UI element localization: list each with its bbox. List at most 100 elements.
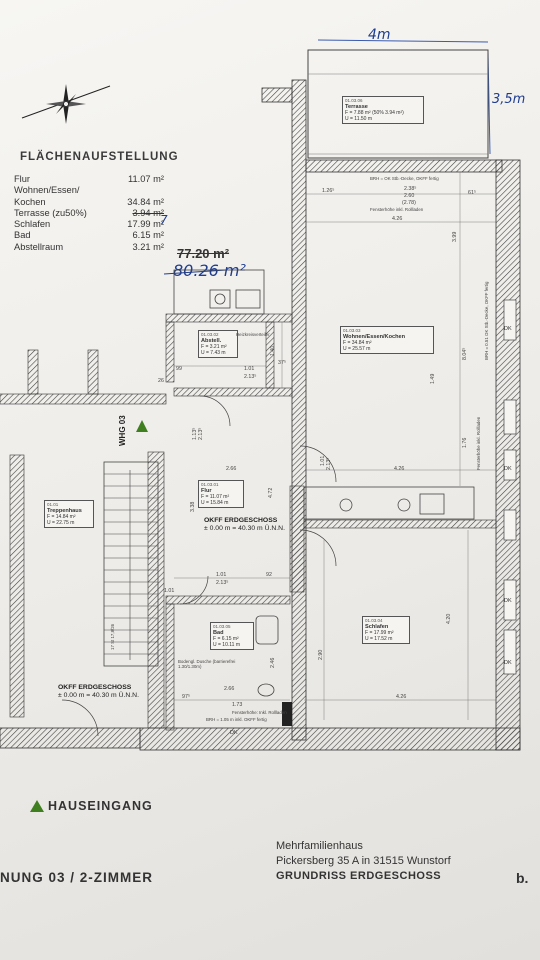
door-mark: DK	[504, 598, 512, 604]
dimension-label: 2.13⁵	[198, 427, 204, 440]
area-row-abstellraum: Abstellraum 3.21 m²	[14, 242, 164, 253]
dimension-label: 1.01	[244, 366, 255, 372]
area-row-name: Wohnen/Essen/	[14, 185, 80, 196]
area-row-value: 3.21 m²	[132, 241, 164, 252]
room-name: Wohnen/Essen/Kochen	[343, 334, 406, 340]
room-label-bad: 01.03.05 Bad F = 6.15 m² U = 10.11 m	[210, 622, 254, 650]
room-name: Schlafen	[365, 624, 389, 630]
area-row-terrasse: Terrasse (zu50%) 3.94 m²	[14, 208, 164, 219]
dimension-label: 4.72	[268, 487, 274, 498]
area-row-value: 6.15 m²	[132, 230, 164, 241]
right-windows	[503, 299, 517, 675]
stair-steps	[104, 473, 158, 655]
room-label-flur: 01.03.01 Flur F = 11.07 m² U = 15.84 m	[198, 480, 244, 508]
compass-rose-icon	[21, 84, 111, 124]
dimension-label: 92	[266, 572, 272, 578]
room-name: Abstell.	[201, 338, 222, 344]
area-row-bad: Bad 6.15 m²	[14, 230, 164, 241]
room-label-treppenhaus: 01.01 Treppenhaus F = 14.84 m² U = 22.75…	[44, 500, 94, 528]
dimension-label: 2.38⁵	[404, 186, 417, 192]
dimension-label: 4.26	[394, 466, 405, 472]
room-area: F = 14.84 m²	[47, 514, 76, 520]
area-row-schlafen: Schlafen 17.99 m²	[14, 219, 164, 230]
dimension-label: 2.66	[226, 466, 237, 472]
room-name: Bad	[213, 630, 224, 636]
floor-level-title: OKFF ERDGESCHOSS	[204, 517, 278, 524]
dimension-label: 37⁵	[278, 360, 287, 366]
dimension-label: 2.13⁵	[326, 457, 332, 470]
dimension-label: 2.60	[404, 193, 415, 199]
note-bath-window-brh: BRH = 1.05 m inkl. OKFF fertig	[206, 717, 267, 722]
area-row-flur: Flur 11.07 m²	[14, 174, 164, 185]
floor-level-value: ± 0.00 m = 40.30 m Ü.N.N.	[204, 525, 285, 532]
dimension-label: 1.26⁵	[322, 188, 335, 194]
area-row-value: 34.84 m²	[127, 196, 164, 207]
project-line2: Pickersberg 35 A in 31515 Wunstorf	[276, 855, 451, 867]
note-terrace-door: BRH = OK Stb.-Decke, OKFF fertig	[370, 176, 439, 181]
area-row-name: Terrasse (zu50%)	[14, 207, 87, 218]
dimension-lines	[174, 172, 496, 720]
area-row-name: Schlafen	[14, 219, 51, 230]
room-name: Flur	[201, 488, 212, 494]
dimension-label: 1.01	[216, 572, 227, 578]
note-heating-distributor: Heizkreisverteiler	[236, 332, 270, 337]
room-perimeter: U = 17.52 m	[365, 636, 393, 642]
room-area: F = 17.99 m²	[365, 630, 394, 636]
dimension-label: 3.99	[452, 231, 458, 242]
note-right-window-2: Fensterhöhe inkl. Rollladen	[476, 416, 481, 470]
room-area: F = 11.07 m²	[201, 494, 230, 500]
unit-marker: WHG 03	[118, 415, 127, 446]
room-id: 01.03.01	[201, 482, 219, 487]
area-row-name: Bad	[14, 230, 31, 241]
area-row-name: Flur	[14, 174, 31, 184]
room-id: 01.03.02	[201, 332, 219, 337]
note-stair-label: 17 St 17,8/26	[110, 623, 115, 650]
room-name: Treppenhaus	[47, 508, 82, 514]
project-line1: Mehrfamilienhaus	[276, 840, 363, 852]
dimension-label: 1.73	[232, 702, 243, 708]
dimension-label: 3.38	[190, 501, 196, 512]
area-total-printed: 77.20 m²	[177, 246, 230, 261]
terrace-depth-handnote: 3,5m	[492, 92, 526, 107]
room-area: F = 7.88 m² (50% 3.94 m²)	[345, 110, 404, 116]
room-id: 01.01	[47, 502, 59, 507]
room-label-terrasse: 01.03.06 Terrasse F = 7.88 m² (50% 3.94 …	[342, 96, 424, 124]
room-id: 01.03.06	[345, 98, 363, 103]
dimension-label: 1.01	[164, 588, 175, 594]
note-right-window: BRH = 0.51 OK Stb.-Decke, OKFF fertig	[484, 281, 489, 360]
dimension-label: 2.46	[270, 657, 276, 668]
room-name: Terrasse	[345, 104, 368, 110]
dimension-label: 8.04⁵	[462, 347, 468, 360]
door-mark: DK	[504, 326, 512, 332]
note-living-window: Fensterhöhe inkl. Rollladen	[370, 207, 424, 212]
room-area: F = 34.84 m²	[343, 340, 372, 346]
dimension-label: 4.20	[446, 613, 452, 624]
door-mark: DK	[504, 660, 512, 666]
room-perimeter: U = 22.75 m	[47, 520, 75, 526]
room-perimeter: U = 10.11 m	[213, 642, 241, 648]
area-row-value: 17.99 m²	[127, 219, 164, 230]
dimension-label: 26	[158, 378, 164, 384]
dimension-label: 2.66	[224, 686, 235, 692]
dimension-label: 1.49	[430, 373, 436, 384]
flat-title: NUNG 03 / 2-ZIMMER	[0, 870, 154, 885]
terrace-width-handnote: 4m	[368, 27, 391, 43]
door-mark: DK	[230, 730, 238, 736]
door-mark: DK	[504, 466, 512, 472]
dimension-label: 2.90	[318, 649, 324, 660]
area-summary-table: Flur 11.07 m² Wohnen/Essen/ Kochen 34.84…	[14, 174, 164, 253]
room-id: 01.03.03	[343, 328, 361, 333]
dimension-label: 4.26	[396, 694, 407, 700]
room-area: F = 6.15 m²	[213, 636, 239, 642]
area-row-wohnen: Wohnen/Essen/	[14, 185, 164, 196]
room-label-abstell: 01.03.02 Abstell. F = 3.21 m² U = 7.43 m	[198, 330, 238, 358]
room-area: F = 3.21 m²	[201, 344, 227, 350]
floor-level-title: OKFF ERDGESCHOSS	[58, 684, 132, 691]
note-bath-fixtures: Bodengl. Dusche (barrierefrei 1.30/1.30m…	[178, 659, 236, 669]
floor-level-label-stair: OKFF ERDGESCHOSS ± 0.00 m = 40.30 m Ü.N.…	[58, 684, 139, 700]
corner-letter: b.	[516, 870, 529, 886]
dimension-label: 2.13⁵	[216, 580, 229, 586]
room-id: 01.03.05	[213, 624, 231, 629]
room-label-wohnen: 01.03.03 Wohnen/Essen/Kochen F = 34.84 m…	[340, 326, 434, 354]
